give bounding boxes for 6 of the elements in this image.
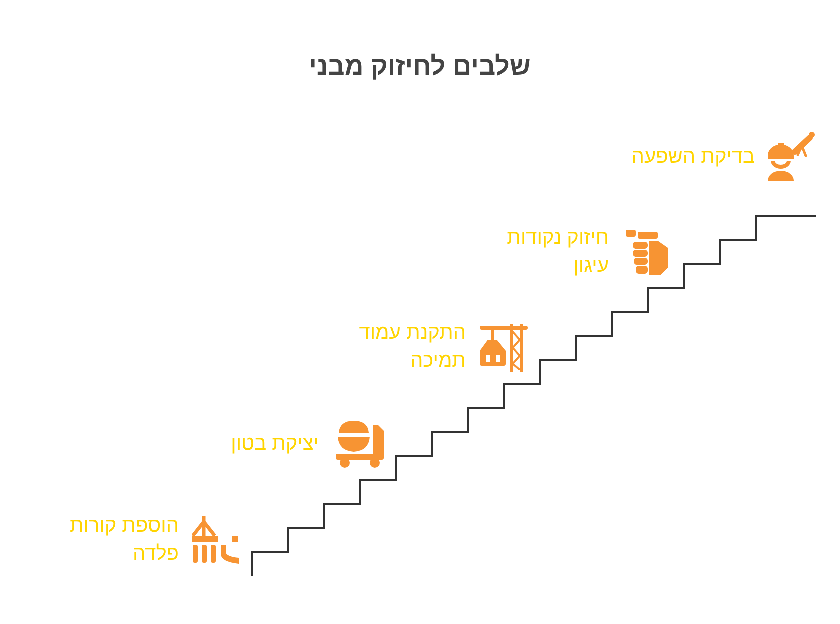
step-label: התקנת עמוד תמיכה bbox=[358, 321, 466, 374]
step-label: בדיקת השפעה bbox=[632, 145, 755, 170]
step-label: הוספת קורות פלדה bbox=[68, 514, 179, 567]
step-label: יציקת בטון bbox=[231, 432, 319, 457]
step-label: חיזוק נקודות עיגון bbox=[506, 226, 609, 279]
title: שלבים לחיזוק מבני bbox=[309, 50, 531, 83]
